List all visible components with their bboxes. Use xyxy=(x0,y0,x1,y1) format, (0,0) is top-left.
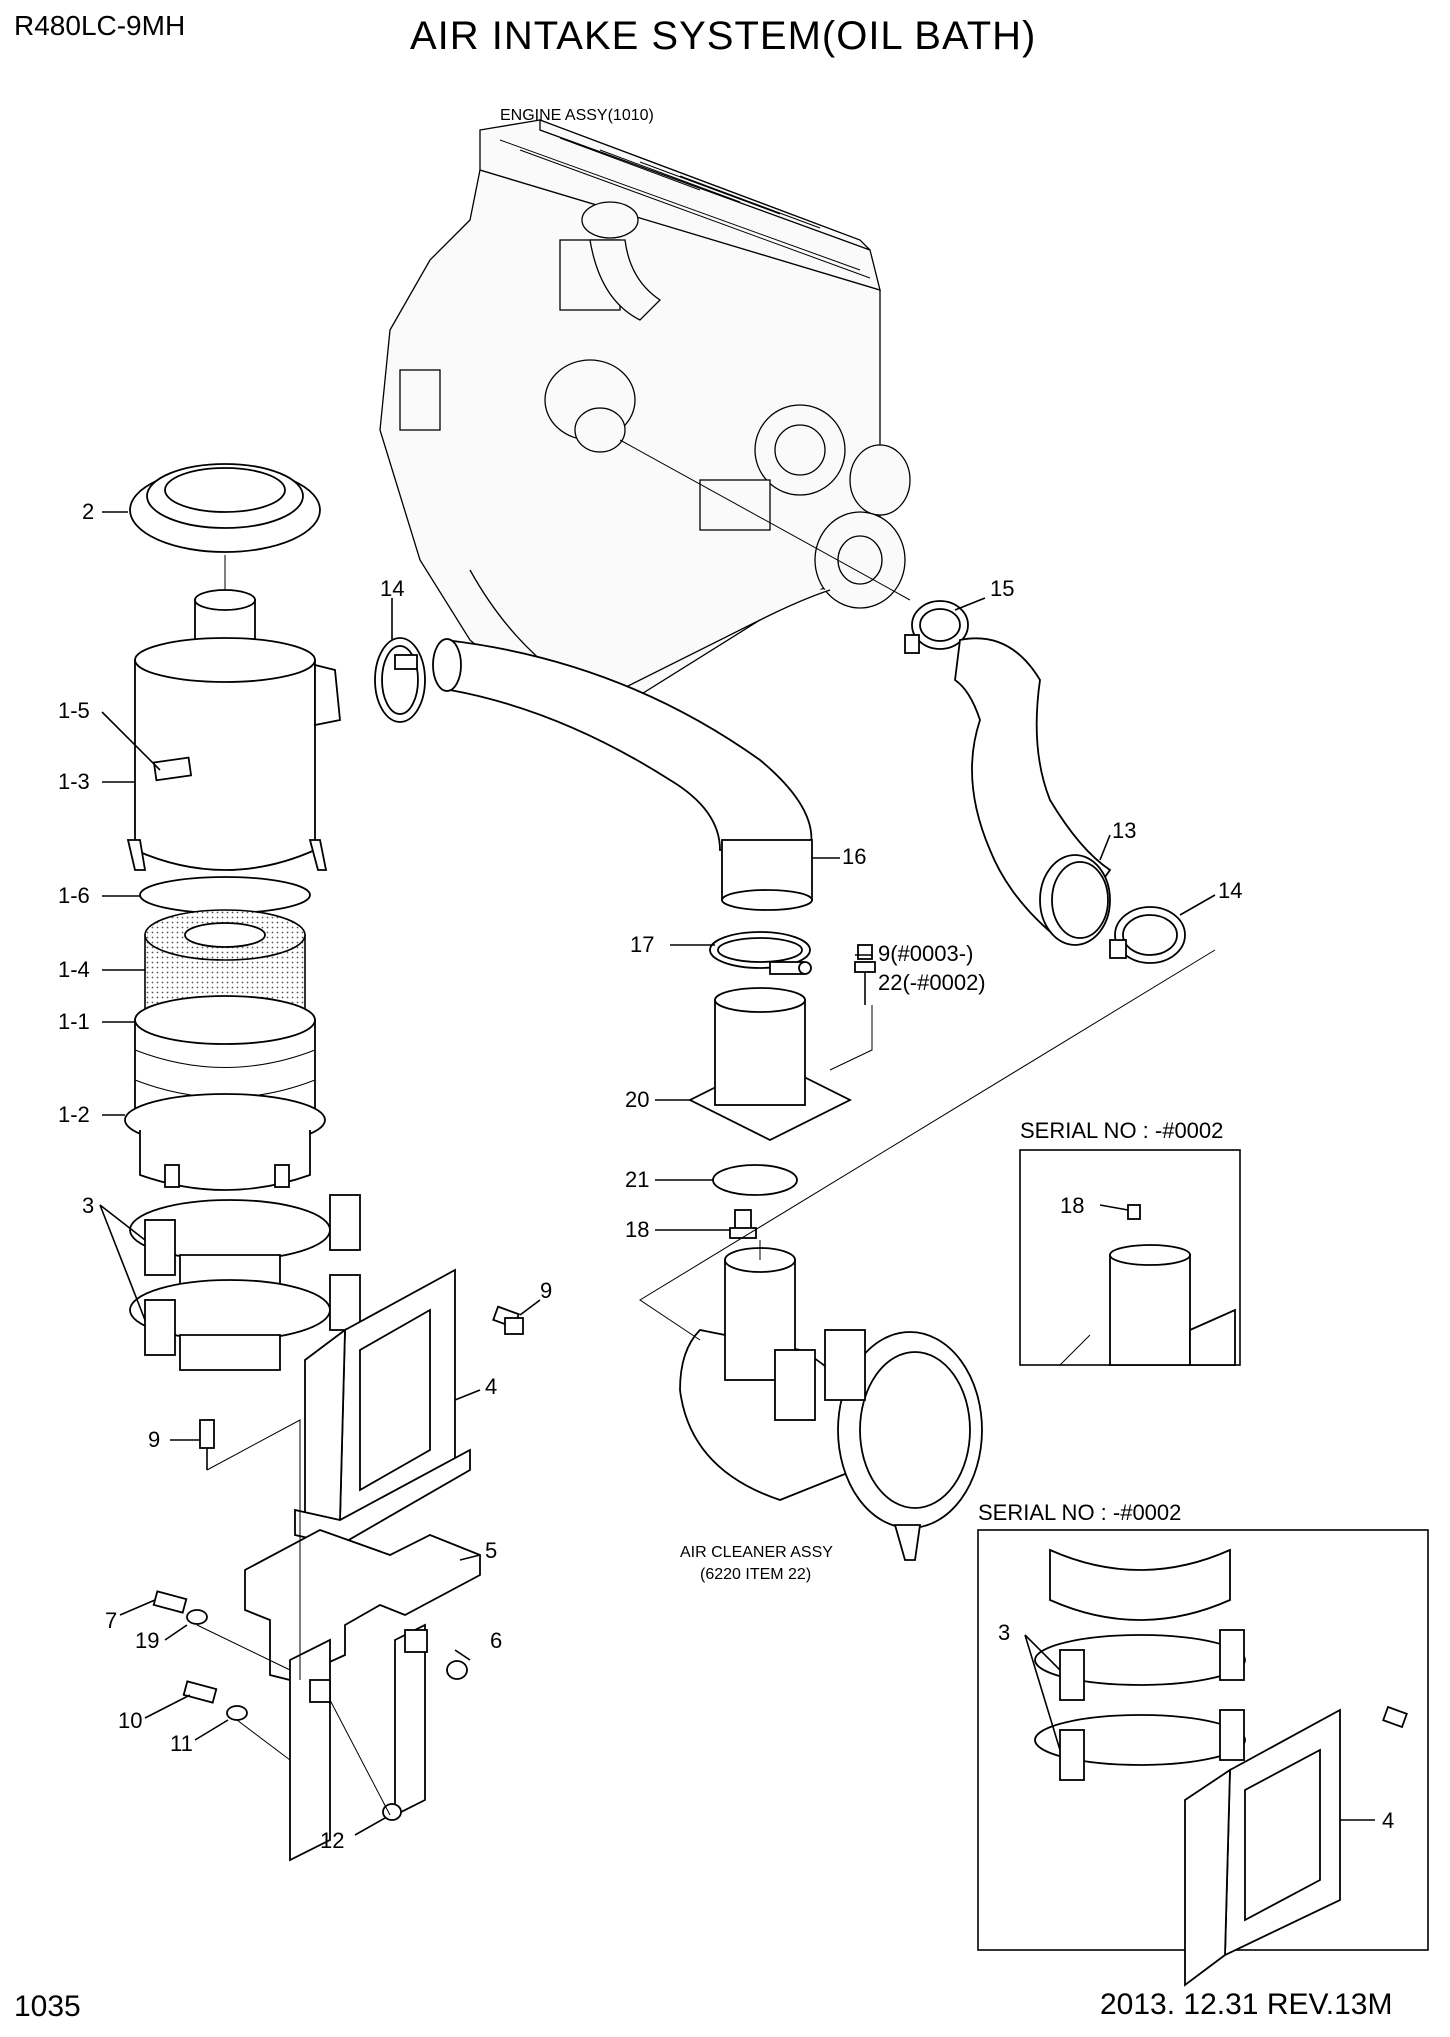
part-16-hose xyxy=(432,638,813,911)
callout-9-bracket: 9 xyxy=(540,1278,553,1303)
part-13-hose xyxy=(954,637,1112,946)
part-1-6-gasket xyxy=(139,876,311,914)
serial-box-1 xyxy=(1019,1149,1241,1366)
callout-1-5: 1-5 xyxy=(58,698,90,723)
part-14-clamp-top xyxy=(374,637,426,723)
callout-7: 7 xyxy=(105,1608,118,1633)
callout-16: 16 xyxy=(842,844,867,869)
model-number: R480LC-9MH xyxy=(14,10,186,41)
engine-assy-caption: ENGINE ASSY(1010) xyxy=(500,107,654,124)
air-cleaner-assembly xyxy=(679,1247,983,1561)
callout-3-serial: 3 xyxy=(998,1620,1011,1645)
callout-21: 21 xyxy=(625,1167,650,1192)
serial-number-label-2: SERIAL NO : -#0002 xyxy=(978,1500,1182,1525)
callout-14-right: 14 xyxy=(1218,878,1243,903)
part-21-seal xyxy=(712,1164,798,1196)
callout-9-0003: 9(#0003-) xyxy=(878,941,974,966)
callout-1-6: 1-6 xyxy=(58,883,90,908)
part-4-bracket xyxy=(294,1268,471,1552)
callout-12: 12 xyxy=(320,1828,345,1853)
engine-assembly xyxy=(379,119,911,721)
part-14-clamp-right xyxy=(1109,906,1186,964)
part-15-clamp xyxy=(904,600,969,654)
serial-box-2 xyxy=(977,1529,1429,1987)
callout-17: 17 xyxy=(630,932,655,957)
callout-22-0002: 22(-#0002) xyxy=(878,970,986,995)
callout-19: 19 xyxy=(135,1628,160,1653)
leader-lines xyxy=(99,511,1375,1836)
part-3-bands xyxy=(129,1194,361,1371)
page-title: AIR INTAKE SYSTEM(OIL BATH) xyxy=(410,14,1037,58)
callout-1-1: 1-1 xyxy=(58,1009,90,1034)
callout-11: 11 xyxy=(170,1731,193,1756)
callout-1-4: 1-4 xyxy=(58,957,90,982)
part-5-legs xyxy=(289,1623,428,1862)
callout-3: 3 xyxy=(82,1193,95,1218)
callout-20: 20 xyxy=(625,1087,650,1112)
part-1-3-body xyxy=(126,589,341,871)
callout-6: 6 xyxy=(490,1628,503,1653)
serial-number-label-1: SERIAL NO : -#0002 xyxy=(1020,1118,1224,1143)
callout-5: 5 xyxy=(485,1538,498,1563)
part-20-adapter xyxy=(687,987,853,1142)
callout-4: 4 xyxy=(485,1374,498,1399)
air-cleaner-caption-line1: AIR CLEANER ASSY xyxy=(680,1544,833,1561)
part-18-indicator xyxy=(729,1209,757,1239)
air-cleaner-caption-line2: (6220 ITEM 22) xyxy=(700,1566,812,1583)
fasteners xyxy=(152,1305,524,1821)
callout-9-lower: 9 xyxy=(148,1427,161,1452)
callout-2: 2 xyxy=(82,499,95,524)
callout-13: 13 xyxy=(1112,818,1137,843)
callout-18-serial: 18 xyxy=(1060,1193,1085,1218)
revision-stamp: 2013. 12.31 REV.13M xyxy=(1100,1988,1393,2021)
callout-15: 15 xyxy=(990,576,1015,601)
part-1-2-clamp xyxy=(124,1093,326,1191)
callout-18: 18 xyxy=(625,1217,650,1242)
callout-4-serial: 4 xyxy=(1382,1808,1395,1833)
part-5-plate xyxy=(244,1529,481,1681)
callout-14-top: 14 xyxy=(380,576,405,601)
page-number: 1035 xyxy=(14,1990,81,2023)
part-2-cover xyxy=(129,463,321,600)
part-9-22-bolt xyxy=(854,944,876,1005)
callout-10: 10 xyxy=(118,1708,143,1733)
part-17-clamp xyxy=(709,931,812,975)
callout-1-3: 1-3 xyxy=(58,769,90,794)
callout-1-2: 1-2 xyxy=(58,1102,90,1127)
